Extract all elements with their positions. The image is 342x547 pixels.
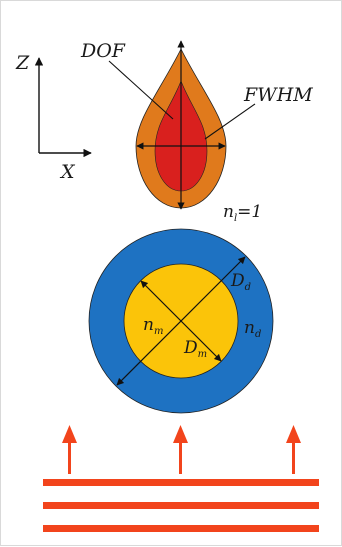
incident-arrow-center: [173, 425, 188, 474]
core-index-label: nm: [143, 315, 163, 337]
incident-arrow-right: [286, 425, 301, 474]
fwhm-label: FWHM: [243, 84, 313, 106]
core-diameter-label: Dm: [183, 338, 207, 360]
shell-diameter-label: Dd: [230, 271, 251, 293]
coordinate-axes: Z X: [15, 52, 92, 183]
shell-diameter-arrow: [116, 256, 246, 386]
incident-light: [43, 425, 319, 532]
wavefront-line-1: [43, 479, 319, 486]
dof-label: DOF: [80, 40, 126, 62]
focal-spot: DOF FWHM: [80, 40, 313, 210]
fwhm-leader-line: [204, 103, 256, 140]
medium-index-label: nl=1: [223, 202, 262, 224]
x-axis-label: X: [59, 161, 76, 183]
wavefront-line-2: [43, 502, 319, 509]
wavefront-line-3: [43, 525, 319, 532]
dof-leader-line: [108, 60, 174, 120]
core-shell-particle: nm Dm nd Dd: [88, 228, 274, 414]
shell-index-label: nd: [244, 318, 261, 340]
z-axis-label: Z: [15, 52, 30, 74]
incident-arrow-left: [62, 425, 77, 474]
